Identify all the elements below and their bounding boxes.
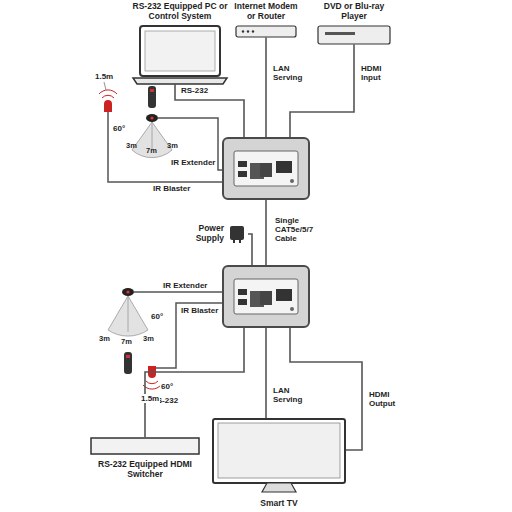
device-node: Power Supply — [186, 224, 248, 244]
device-label: Internet Modem or Router — [234, 2, 298, 22]
ir-label: 3m — [98, 335, 111, 344]
device-art — [228, 224, 246, 244]
remote-control — [148, 86, 156, 108]
cable-label: Single CAT5e/5/7 Cable — [274, 216, 332, 244]
ir-label: 3m — [166, 142, 179, 151]
ir-label: 60° — [150, 312, 164, 321]
ir-extender-cable — [134, 291, 222, 293]
cable-label: HDMI Input — [360, 64, 402, 82]
device-node: Internet Modem or Router — [234, 2, 298, 38]
cable-label: LAN Serving — [272, 64, 312, 82]
ir-label: IR Extender — [170, 158, 216, 167]
device-node: Smart TV — [212, 418, 346, 509]
device-art — [212, 418, 346, 494]
cable-connector — [248, 234, 252, 265]
remote-control — [124, 352, 132, 374]
ir-label: 1.5m — [140, 394, 160, 403]
ir-label: IR Extender — [162, 281, 208, 290]
device-art — [90, 437, 200, 455]
ir-label: 7m — [145, 147, 158, 156]
device-node: RS-232 Equipped HDMI Switcher — [88, 437, 202, 480]
reception-fan — [132, 122, 172, 158]
device-node: RS-232 Equipped PC or Control System — [128, 2, 232, 85]
ir-label: 3m — [142, 335, 155, 344]
ir-label: IR Blaster — [180, 306, 219, 315]
cable-connector — [290, 45, 354, 137]
cable-connector — [265, 38, 267, 137]
device-node: DVD or Blu-ray Player — [314, 2, 394, 45]
ir-label: 1.5m — [94, 72, 114, 81]
device-label: RS-232 Equipped PC or Control System — [128, 2, 232, 22]
cable-label: RS-232 — [180, 86, 209, 95]
cable-label: HDMI Output — [368, 390, 410, 408]
ir-sensor — [122, 288, 134, 296]
device-art — [235, 25, 297, 38]
ir-sensor — [146, 114, 158, 122]
device-art — [222, 265, 310, 328]
device-label: DVD or Blu-ray Player — [314, 2, 394, 22]
device-node — [222, 137, 310, 200]
cable-connector — [265, 200, 267, 265]
cable-connector — [265, 328, 267, 418]
device-art — [317, 25, 391, 45]
ir-emitter — [104, 100, 112, 112]
device-art — [131, 25, 229, 85]
ir-label: IR Blaster — [152, 184, 191, 193]
device-node — [222, 265, 310, 328]
ir-label: 7m — [120, 338, 133, 347]
cable-connector — [175, 85, 244, 137]
device-label: RS-232 Equipped HDMI Switcher — [88, 460, 202, 480]
ir-label: 3m — [125, 142, 138, 151]
cable-label: LAN Serving — [272, 386, 312, 404]
device-art — [222, 137, 310, 200]
reception-fan — [108, 296, 148, 336]
ir-extender-cable — [158, 118, 222, 170]
ir-blaster-cable — [108, 112, 222, 182]
ir-label: 60° — [160, 382, 174, 391]
device-label: Smart TV — [212, 499, 346, 509]
ir-label: 60° — [112, 124, 126, 133]
device-label: Power Supply — [186, 224, 224, 244]
